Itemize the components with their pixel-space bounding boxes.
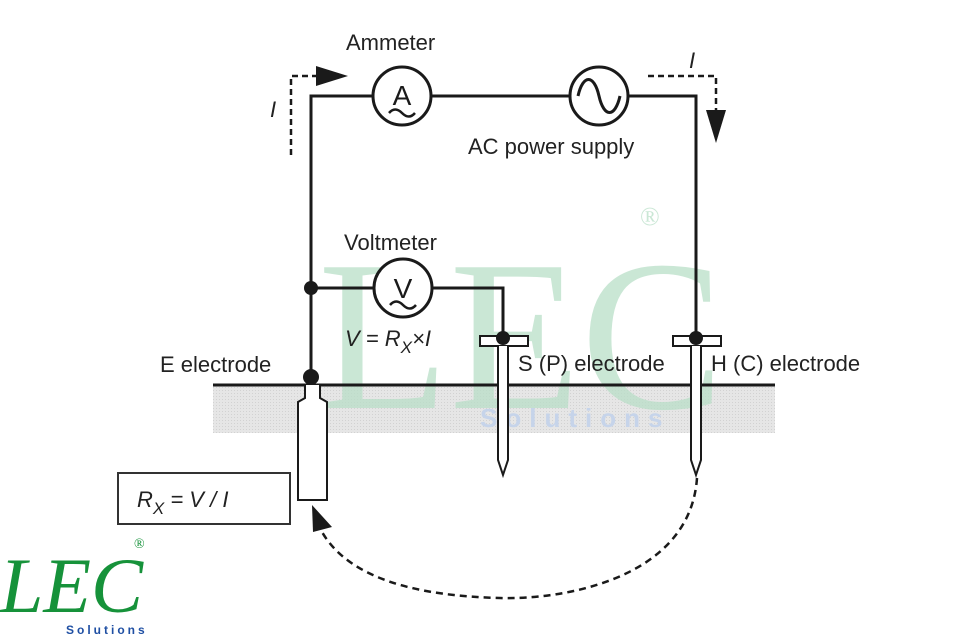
ammeter-circle — [371, 65, 433, 127]
wire-right — [629, 94, 698, 337]
return-current-arrow — [312, 477, 699, 600]
voltage-eq-sub: X — [400, 338, 413, 357]
logo-subtitle: Solutions — [66, 623, 148, 637]
junction-dot-h — [689, 331, 703, 345]
voltmeter-symbol: V — [394, 273, 413, 304]
h-electrode-label: H (C) electrode — [711, 351, 860, 376]
voltmeter-circle — [372, 257, 434, 319]
arrow-up-icon — [312, 505, 332, 532]
s-electrode-label: S (P) electrode — [518, 351, 665, 376]
sine-wave-icon — [576, 78, 622, 114]
result-prefix: R — [137, 487, 153, 512]
ac-wave-icon — [389, 300, 417, 310]
watermark-registered: ® — [640, 202, 660, 231]
current-label-right: I — [689, 48, 695, 73]
logo-text: LEC — [0, 542, 144, 629]
current-arrow-left — [289, 66, 348, 155]
voltage-eq-prefix: V = R — [345, 326, 401, 351]
result-suffix: = V / I — [164, 487, 228, 512]
lec-logo: LEC ® Solutions — [0, 537, 148, 637]
result-equation: RX = V / I — [137, 487, 228, 518]
e-electrode — [297, 385, 328, 501]
ammeter-label: Ammeter — [346, 30, 435, 55]
junction-dot-s — [496, 331, 510, 345]
current-arrow-right — [648, 74, 726, 143]
junction-dot — [304, 281, 318, 295]
result-sub: X — [152, 499, 165, 518]
voltage-equation: V = RX×I — [345, 326, 431, 357]
ac-power-supply — [568, 65, 630, 127]
logo-registered: ® — [134, 537, 145, 552]
arrow-right-icon — [316, 66, 348, 86]
watermark-subtitle: Solutions — [480, 403, 670, 433]
voltmeter: V — [372, 257, 434, 319]
current-label-left: I — [270, 97, 276, 122]
arrow-down-icon — [706, 110, 726, 143]
junction-dot-e — [303, 369, 319, 385]
ac-supply-label: AC power supply — [468, 134, 634, 159]
voltmeter-label: Voltmeter — [344, 230, 437, 255]
result-box — [117, 472, 291, 525]
ammeter-symbol: A — [393, 80, 412, 111]
wire-voltmeter-right — [432, 286, 505, 337]
voltage-eq-suffix: ×I — [412, 326, 431, 351]
ammeter: A — [371, 65, 433, 127]
e-electrode-label: E electrode — [160, 352, 271, 377]
ac-wave-icon — [388, 108, 416, 118]
